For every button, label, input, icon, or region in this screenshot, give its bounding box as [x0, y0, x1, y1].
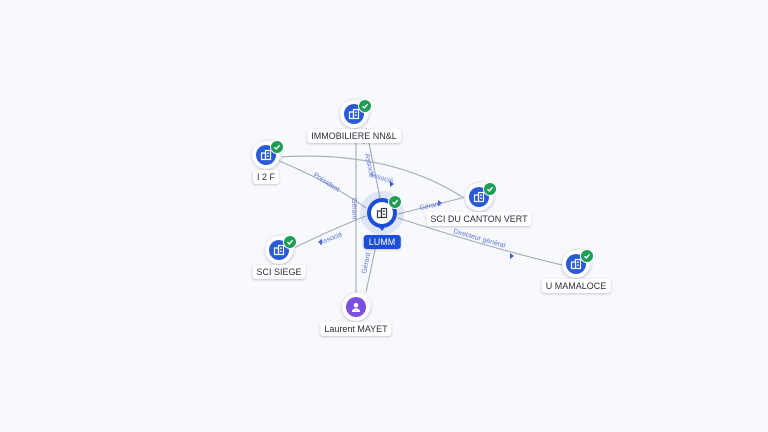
verified-check-icon	[270, 140, 284, 154]
verified-check-icon	[580, 249, 594, 263]
verified-check-icon	[358, 99, 372, 113]
verified-check-icon	[483, 182, 497, 196]
edge-label-i2f-canton: Associé	[368, 171, 394, 185]
node-label[interactable]: SCI DU CANTON VERT	[426, 212, 532, 226]
edge-label-lumm-umamaloce: Directeur général	[452, 228, 506, 250]
edge-i2f-lumm[interactable]	[276, 159, 367, 209]
edge-arrow	[390, 181, 394, 187]
node-label[interactable]: I 2 F	[252, 170, 280, 184]
edge-lumm-umamaloce[interactable]	[397, 217, 563, 266]
node-label[interactable]: IMMOBILIERE NN&L	[307, 129, 401, 143]
pin-tip	[376, 223, 388, 231]
node-label[interactable]: U MAMALOCE	[541, 279, 611, 293]
edge-arrow	[510, 253, 514, 259]
edge-arrow	[438, 200, 442, 206]
center-node-label[interactable]: LUMM	[363, 235, 401, 249]
verified-check-icon	[283, 235, 297, 249]
edge-i2f-canton[interactable]	[278, 155, 465, 199]
node-label[interactable]: SCI SIEGE	[252, 265, 306, 279]
building-icon	[371, 202, 393, 224]
edge-label-lumm-siege: Associé	[318, 231, 343, 247]
edge-label-mayet-lumm: Gérant	[361, 252, 372, 274]
edge-arrow	[318, 239, 322, 245]
edge-label-mayet-immobiliere: Gérant	[350, 198, 358, 220]
edge-lumm-canton[interactable]	[397, 197, 463, 215]
edge-label-i2f-lumm: Président	[312, 172, 341, 194]
edge-label-lumm-immobiliere: Associé	[363, 153, 375, 179]
verified-check-icon	[388, 195, 402, 209]
node-label[interactable]: Laurent MAYET	[320, 322, 392, 336]
edge-label-lumm-canton: Gérant	[419, 201, 441, 212]
person-icon	[346, 297, 366, 317]
edge-lumm-siege[interactable]	[289, 215, 367, 251]
